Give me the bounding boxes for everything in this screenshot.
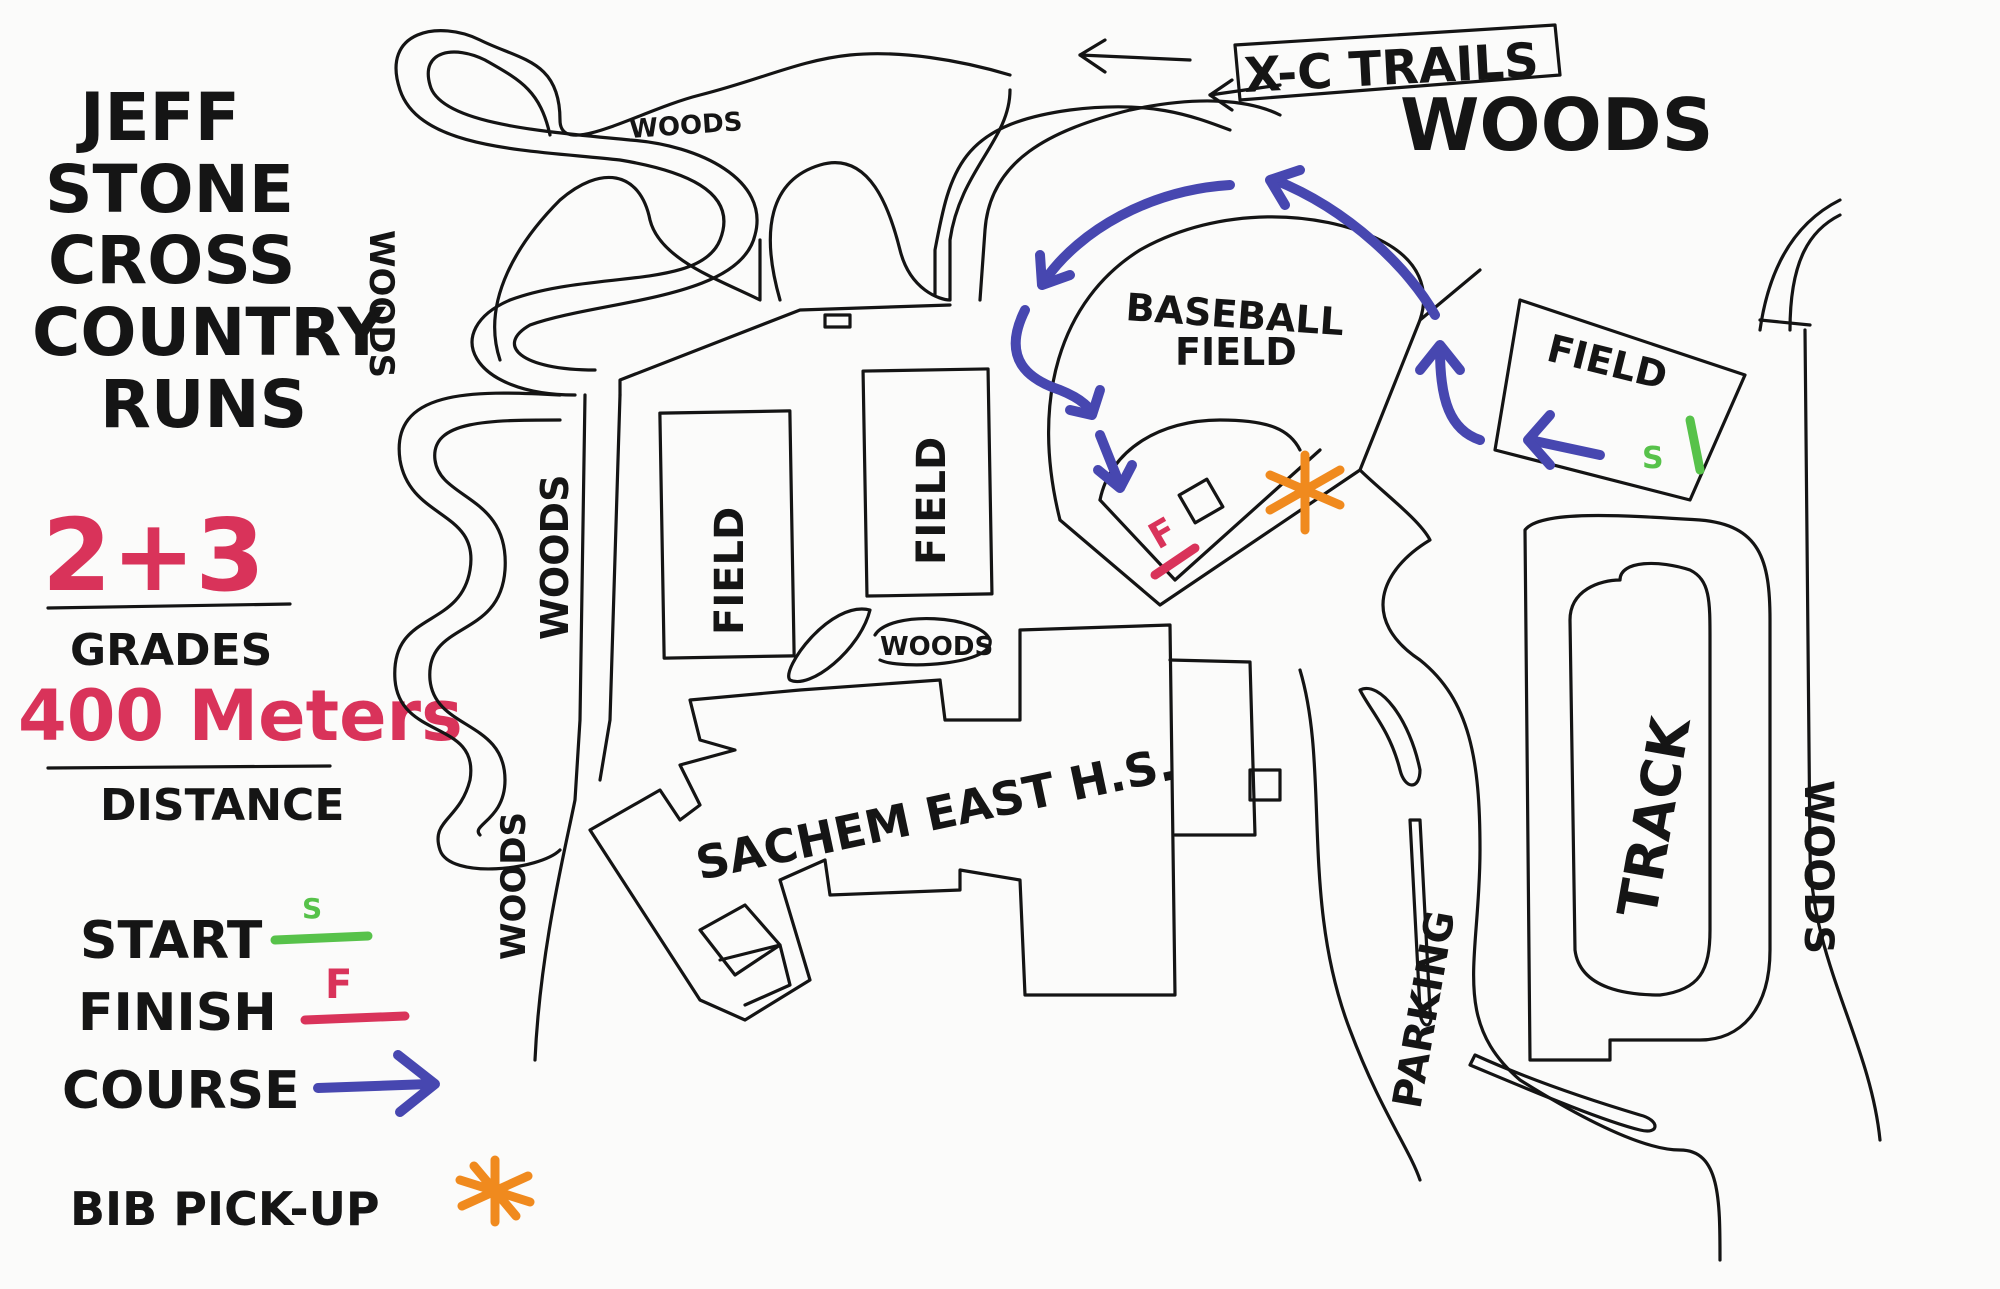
race-info: 2+3 GRADES 400 Meters DISTANCE — [18, 497, 463, 831]
finish-marker: F — [1142, 510, 1200, 580]
right-road-b — [1758, 198, 1842, 332]
field-b-rect — [861, 367, 994, 598]
school-door — [1248, 768, 1282, 802]
right-road-d — [1758, 318, 1812, 327]
start-on-map: S — [1642, 441, 1664, 476]
distance-label: DISTANCE — [100, 780, 344, 831]
track-label: TRACK — [1606, 711, 1703, 923]
connector — [618, 303, 952, 397]
field-b-label: FIELD — [909, 437, 955, 565]
woods-mid-label: WOODS — [533, 475, 577, 640]
asterisk-icon — [455, 1155, 535, 1227]
woods-left-label: WOODS — [361, 230, 401, 378]
parking-island-b — [1408, 818, 1433, 1027]
woods-right-label: WOODS — [1795, 780, 1841, 954]
field-a-label: FIELD — [707, 507, 753, 635]
title-line-1: JEFF — [76, 79, 240, 156]
trail-outer — [394, 29, 1012, 397]
baseball-outfield — [1047, 215, 1426, 522]
school-wing — [1168, 658, 1257, 837]
legend-start-label: START — [80, 911, 263, 971]
right-field-rect — [1493, 298, 1747, 502]
trail-loop-c — [978, 99, 1282, 302]
baseball-inner — [1098, 448, 1322, 582]
legend-finish-line — [300, 1011, 410, 1025]
map-drawing: FIELD FIELD BASEBALL FIELD PARKING FIELD… — [393, 29, 1882, 1262]
woods-lower-label: WOODS — [494, 812, 534, 960]
track-outer — [1523, 513, 1772, 1062]
distance-value: 400 Meters — [18, 675, 463, 757]
grades-value: 2+3 — [42, 497, 265, 614]
parking-label: PARKING — [1385, 907, 1465, 1112]
baseball-label-2: FIELD — [1175, 330, 1297, 374]
field-a-rect — [658, 409, 796, 660]
parking-outer — [1358, 468, 1722, 1262]
home-plate — [1177, 477, 1225, 525]
field-c-label: FIELD — [1543, 326, 1672, 398]
arrow-left-icon — [1078, 38, 1282, 112]
woods-small-label: WOODS — [880, 632, 993, 662]
trail-loop-a — [493, 175, 762, 362]
track-inner — [1568, 561, 1712, 997]
legend-bib-label: BIB PICK-UP — [70, 1182, 380, 1236]
road-left-a — [533, 393, 587, 1062]
right-road-a — [1803, 328, 1882, 1142]
grades-label: GRADES — [70, 625, 272, 676]
course-route — [1010, 165, 1605, 493]
title-line-3: CROSS — [48, 222, 295, 299]
woods-big-label: WOODS — [1400, 83, 1713, 167]
arrow-icon — [313, 1050, 440, 1117]
trail-loop-d — [933, 105, 1232, 297]
left-woods-outer — [393, 391, 562, 871]
title-line-5: RUNS — [100, 366, 307, 443]
small-gate — [823, 313, 852, 329]
trail-inner — [426, 50, 759, 372]
title-block: JEFF STONE CROSS COUNTRY RUNS — [32, 79, 387, 443]
parking-inner — [1298, 668, 1422, 1182]
legend-start-mark: S — [302, 892, 322, 925]
left-woods-inner — [428, 418, 562, 837]
bib-pickup-marker — [1265, 450, 1345, 535]
legend-start-line — [270, 931, 373, 945]
parking-island-a — [1358, 686, 1422, 787]
legend-course-label: COURSE — [62, 1061, 300, 1121]
title-line-2: STONE — [45, 151, 294, 228]
parking-island-c — [1468, 1053, 1657, 1133]
legend: START S FINISH F COURSE BIB PICK-UP — [62, 892, 535, 1236]
right-road-c — [1788, 213, 1842, 332]
legend-finish-mark: F — [325, 962, 352, 1008]
school-building — [588, 623, 1177, 1022]
school-annex — [698, 903, 792, 1007]
woods-blob — [787, 607, 872, 684]
baseball-infield — [1098, 418, 1302, 502]
school-label: SACHEM EAST H.S. — [691, 736, 1180, 890]
road-left-b — [598, 393, 622, 782]
legend-finish-label: FINISH — [78, 983, 277, 1043]
title-line-4: COUNTRY — [32, 294, 387, 371]
trail-loop-b — [768, 88, 1012, 302]
woods-pill — [873, 616, 992, 667]
start-marker: S — [1642, 415, 1705, 476]
